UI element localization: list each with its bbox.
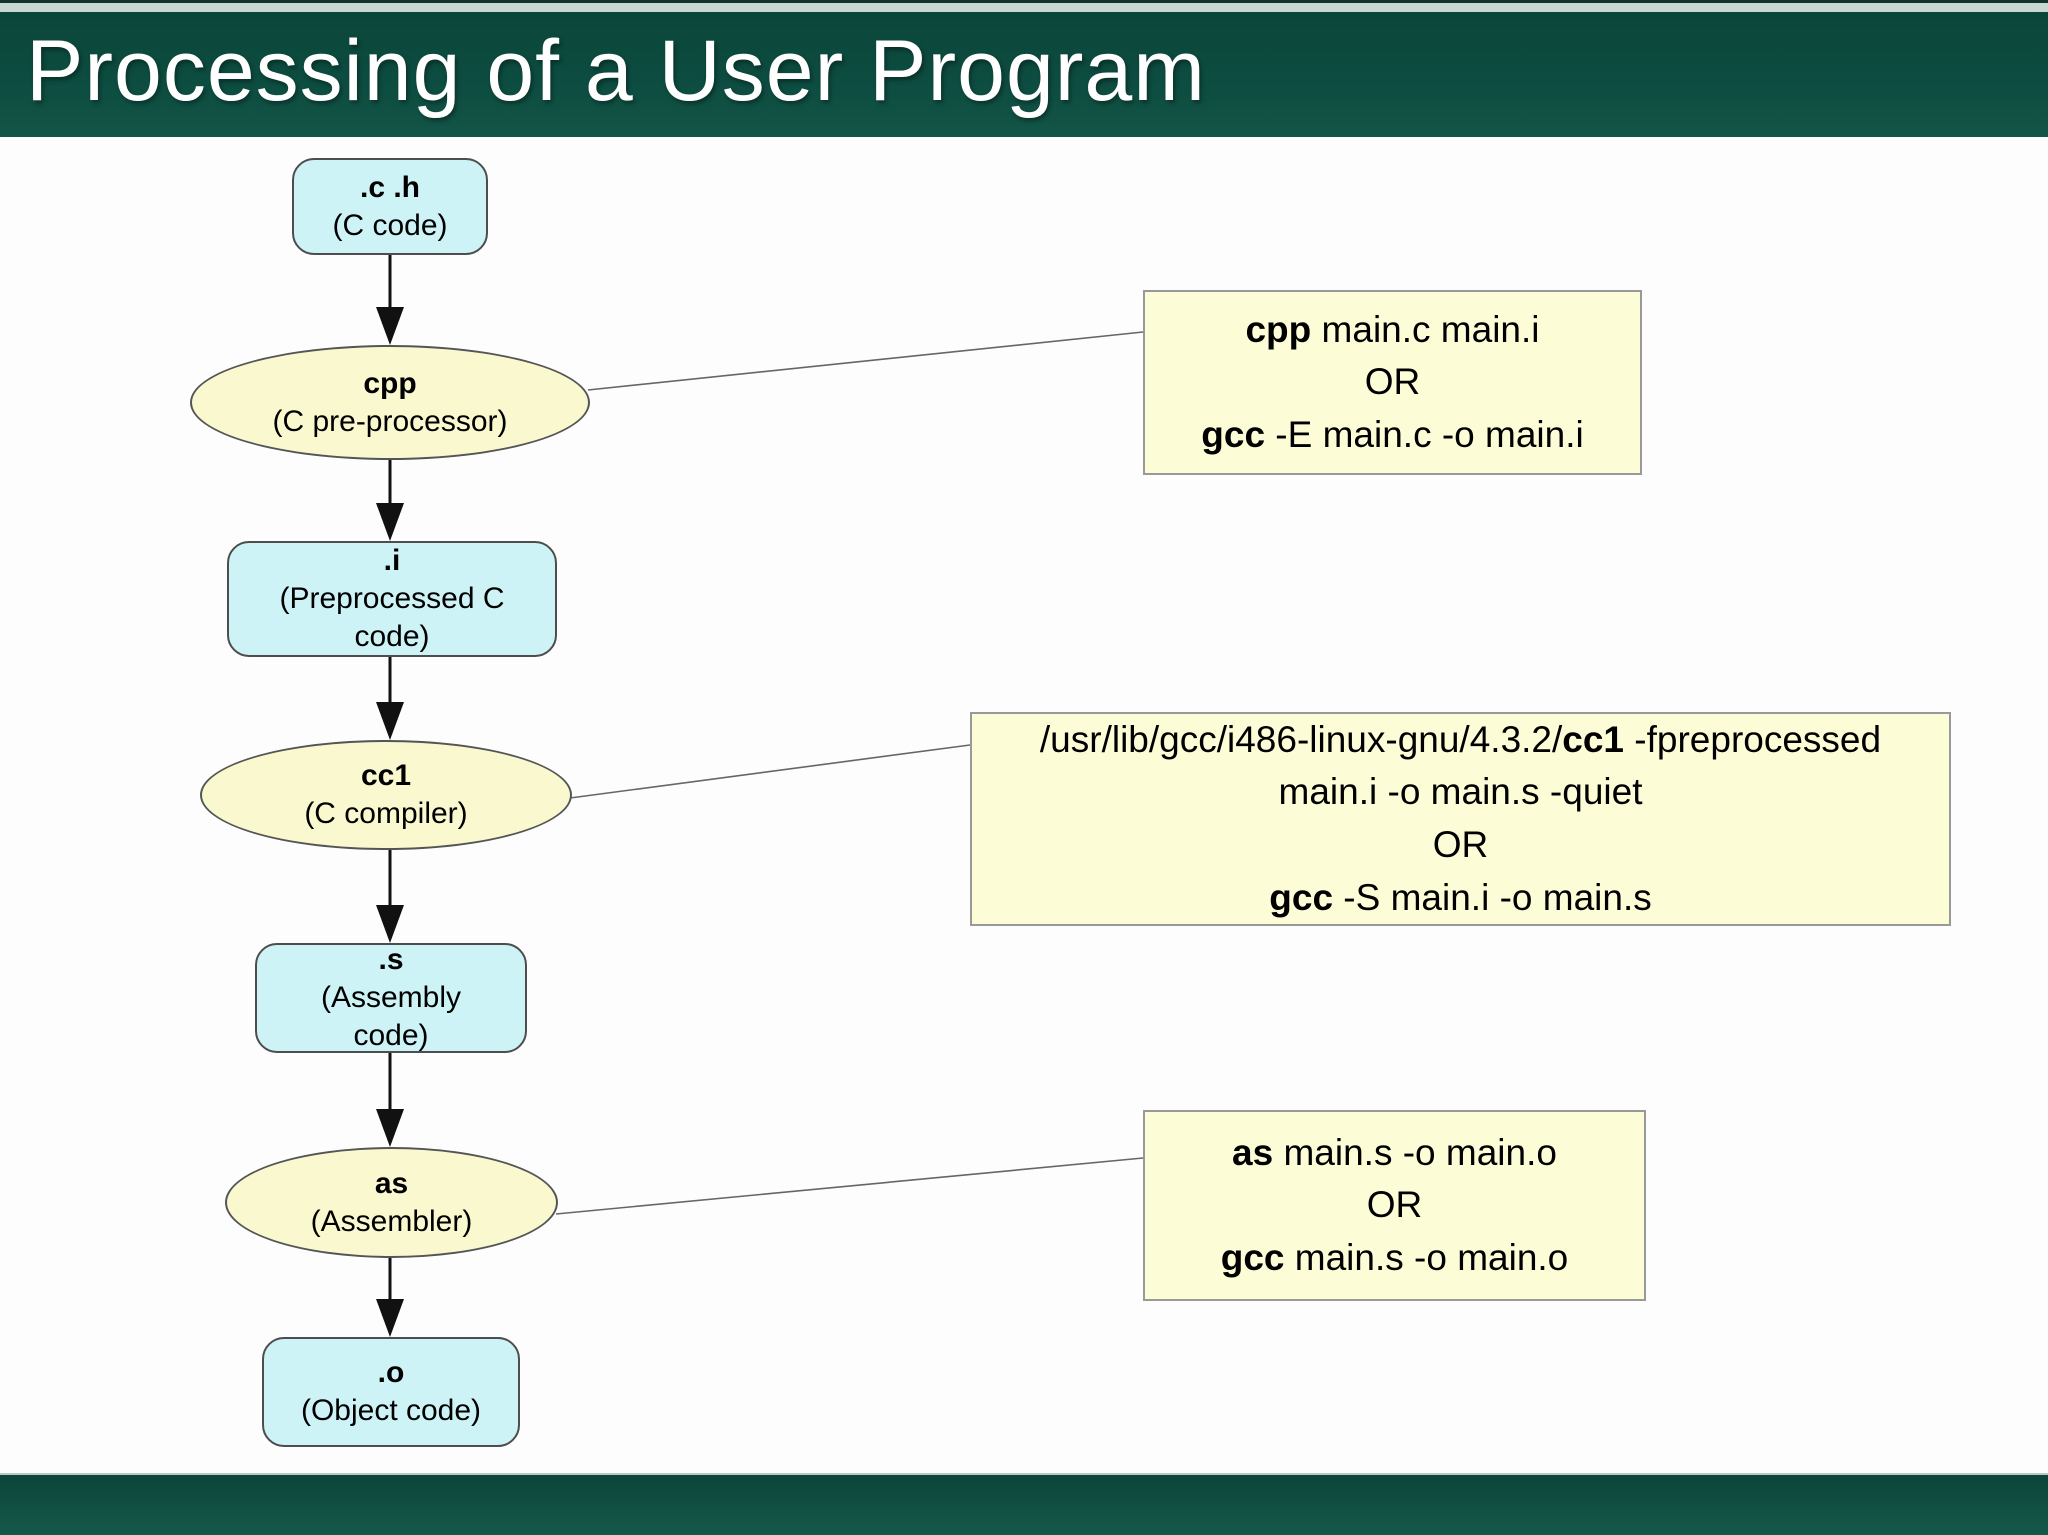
command-args: -E main.c -o main.i xyxy=(1265,413,1584,455)
command-name: cc1 xyxy=(1562,718,1625,760)
note-line: gcc main.s -o main.o xyxy=(1221,1232,1569,1285)
callout-line-cc1 xyxy=(569,744,971,799)
note-line: OR xyxy=(1432,824,1489,865)
arrow-cpp-to-i xyxy=(376,460,404,541)
node-description: code) xyxy=(353,1019,429,1052)
note-cc1-commands: /usr/lib/gcc/i486-linux-gnu/4.3.2/cc1 -f… xyxy=(970,712,1951,926)
node-cc1-compiler: cc1 (C compiler) xyxy=(200,740,572,850)
node-description: code) xyxy=(354,620,430,653)
node-label: cc1 xyxy=(360,759,412,792)
arrow-as-to-o xyxy=(376,1258,404,1337)
note-line: gcc -S main.i -o main.s xyxy=(1269,872,1651,925)
node-cpp-preprocessor: cpp (C pre-processor) xyxy=(190,345,590,460)
command-args: main.c main.i xyxy=(1311,308,1540,350)
node-as-assembler: as (Assembler) xyxy=(225,1147,558,1258)
command-args: main.s -o main.o xyxy=(1284,1236,1569,1278)
arrow-ch-to-cpp xyxy=(376,255,404,345)
arrow-i-to-cc1 xyxy=(376,657,404,740)
note-line: OR xyxy=(1366,1184,1423,1226)
note-line: /usr/lib/gcc/i486-linux-gnu/4.3.2/cc1 -f… xyxy=(1040,714,1881,767)
node-description: (C pre-processor) xyxy=(272,404,508,438)
node-description: (Assembly xyxy=(320,981,462,1014)
node-label: .i xyxy=(383,544,401,577)
note-cpp-commands: cpp main.c main.i OR gcc -E main.c -o ma… xyxy=(1143,290,1642,475)
node-description: (Assembler) xyxy=(310,1204,473,1238)
node-o-object: .o (Object code) xyxy=(262,1337,520,1447)
node-description: (C code) xyxy=(332,208,448,242)
callout-line-cpp xyxy=(587,331,1144,391)
node-label: .c .h xyxy=(359,170,420,204)
slide-header: Processing of a User Program xyxy=(0,12,2048,137)
slide-footer xyxy=(0,1473,2048,1535)
node-description: (C compiler) xyxy=(304,797,468,830)
arrow-s-to-as xyxy=(376,1053,404,1147)
note-line: OR xyxy=(1364,361,1421,403)
node-description: (Object code) xyxy=(300,1394,482,1427)
command-name: gcc xyxy=(1220,1236,1285,1278)
node-c-h-source: .c .h (C code) xyxy=(292,158,488,255)
command-name: as xyxy=(1232,1131,1274,1173)
node-label: .s xyxy=(378,943,404,976)
note-as-commands: as main.s -o main.o OR gcc main.s -o mai… xyxy=(1143,1110,1646,1301)
node-label: as xyxy=(374,1166,409,1200)
page-title: Processing of a User Program xyxy=(26,23,1206,119)
command-args: -fpreprocessed xyxy=(1624,718,1882,760)
node-s-assembly: .s (Assembly code) xyxy=(255,943,527,1053)
node-i-preprocessed: .i (Preprocessed C code) xyxy=(227,541,557,657)
command-name: gcc xyxy=(1201,413,1266,455)
node-description: (Preprocessed C xyxy=(279,582,505,615)
note-line: cpp main.c main.i xyxy=(1245,304,1539,357)
arrow-cc1-to-s xyxy=(376,850,404,943)
note-line: as main.s -o main.o xyxy=(1232,1127,1557,1180)
note-line: gcc -E main.c -o main.i xyxy=(1201,409,1583,462)
command-name: gcc xyxy=(1269,876,1334,918)
command-path: /usr/lib/gcc/i486-linux-gnu/4.3.2/ xyxy=(1039,718,1563,760)
node-label: cpp xyxy=(363,366,417,400)
node-label: .o xyxy=(377,1356,405,1389)
top-accent-strip xyxy=(0,0,2048,12)
command-args: main.s -o main.o xyxy=(1273,1131,1557,1173)
callout-line-as xyxy=(555,1157,1144,1215)
command-name: cpp xyxy=(1245,308,1312,350)
command-args: -S main.i -o main.s xyxy=(1333,876,1652,918)
note-line: main.i -o main.s -quiet xyxy=(1278,771,1643,813)
